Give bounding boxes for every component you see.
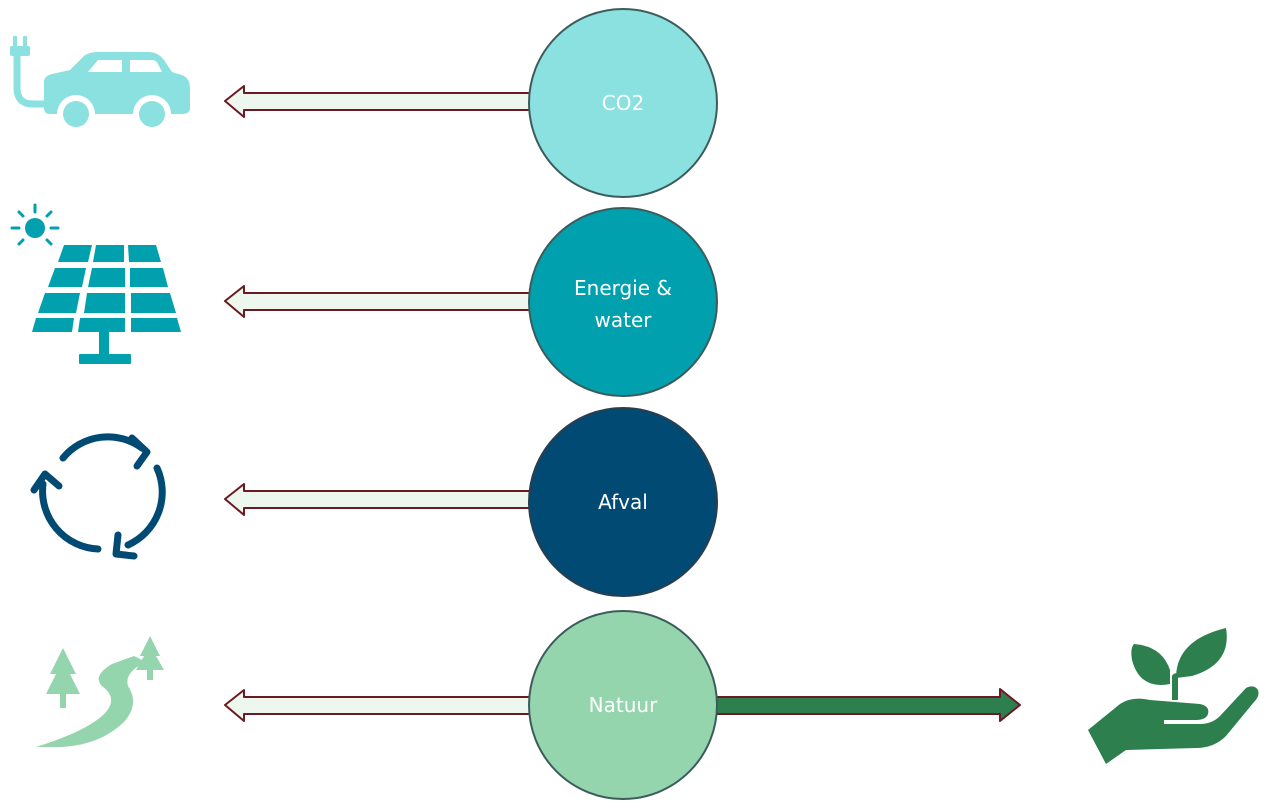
row-co2: CO2 [10,8,718,198]
circle-energie [528,207,718,397]
landscape-road-icon [36,636,164,747]
arrow-right-natuur [713,688,1021,722]
circle-label-afval: Afval [598,490,648,514]
circle-label-energie-line1: Energie & [574,276,672,300]
arrow-left-afval [224,483,531,516]
row-afval: Afval [30,407,718,597]
arrow-left-energie [224,285,531,318]
row-natuur: Natuur [36,610,1259,800]
electric-car-icon [10,36,190,133]
circle-label-energie-line2: water [595,308,653,332]
plant-in-hand-icon [1088,628,1259,764]
recycle-icon [30,433,166,560]
arrow-left-co2 [224,85,531,118]
solar-panel-icon [10,203,181,364]
row-energie: Energie & water [10,203,718,397]
circle-afval [528,407,718,597]
circle-label-natuur: Natuur [589,693,658,717]
circle-co2 [528,8,718,198]
circle-natuur [528,610,718,800]
arrow-left-natuur [224,689,531,722]
circle-label-co2: CO2 [602,91,644,115]
